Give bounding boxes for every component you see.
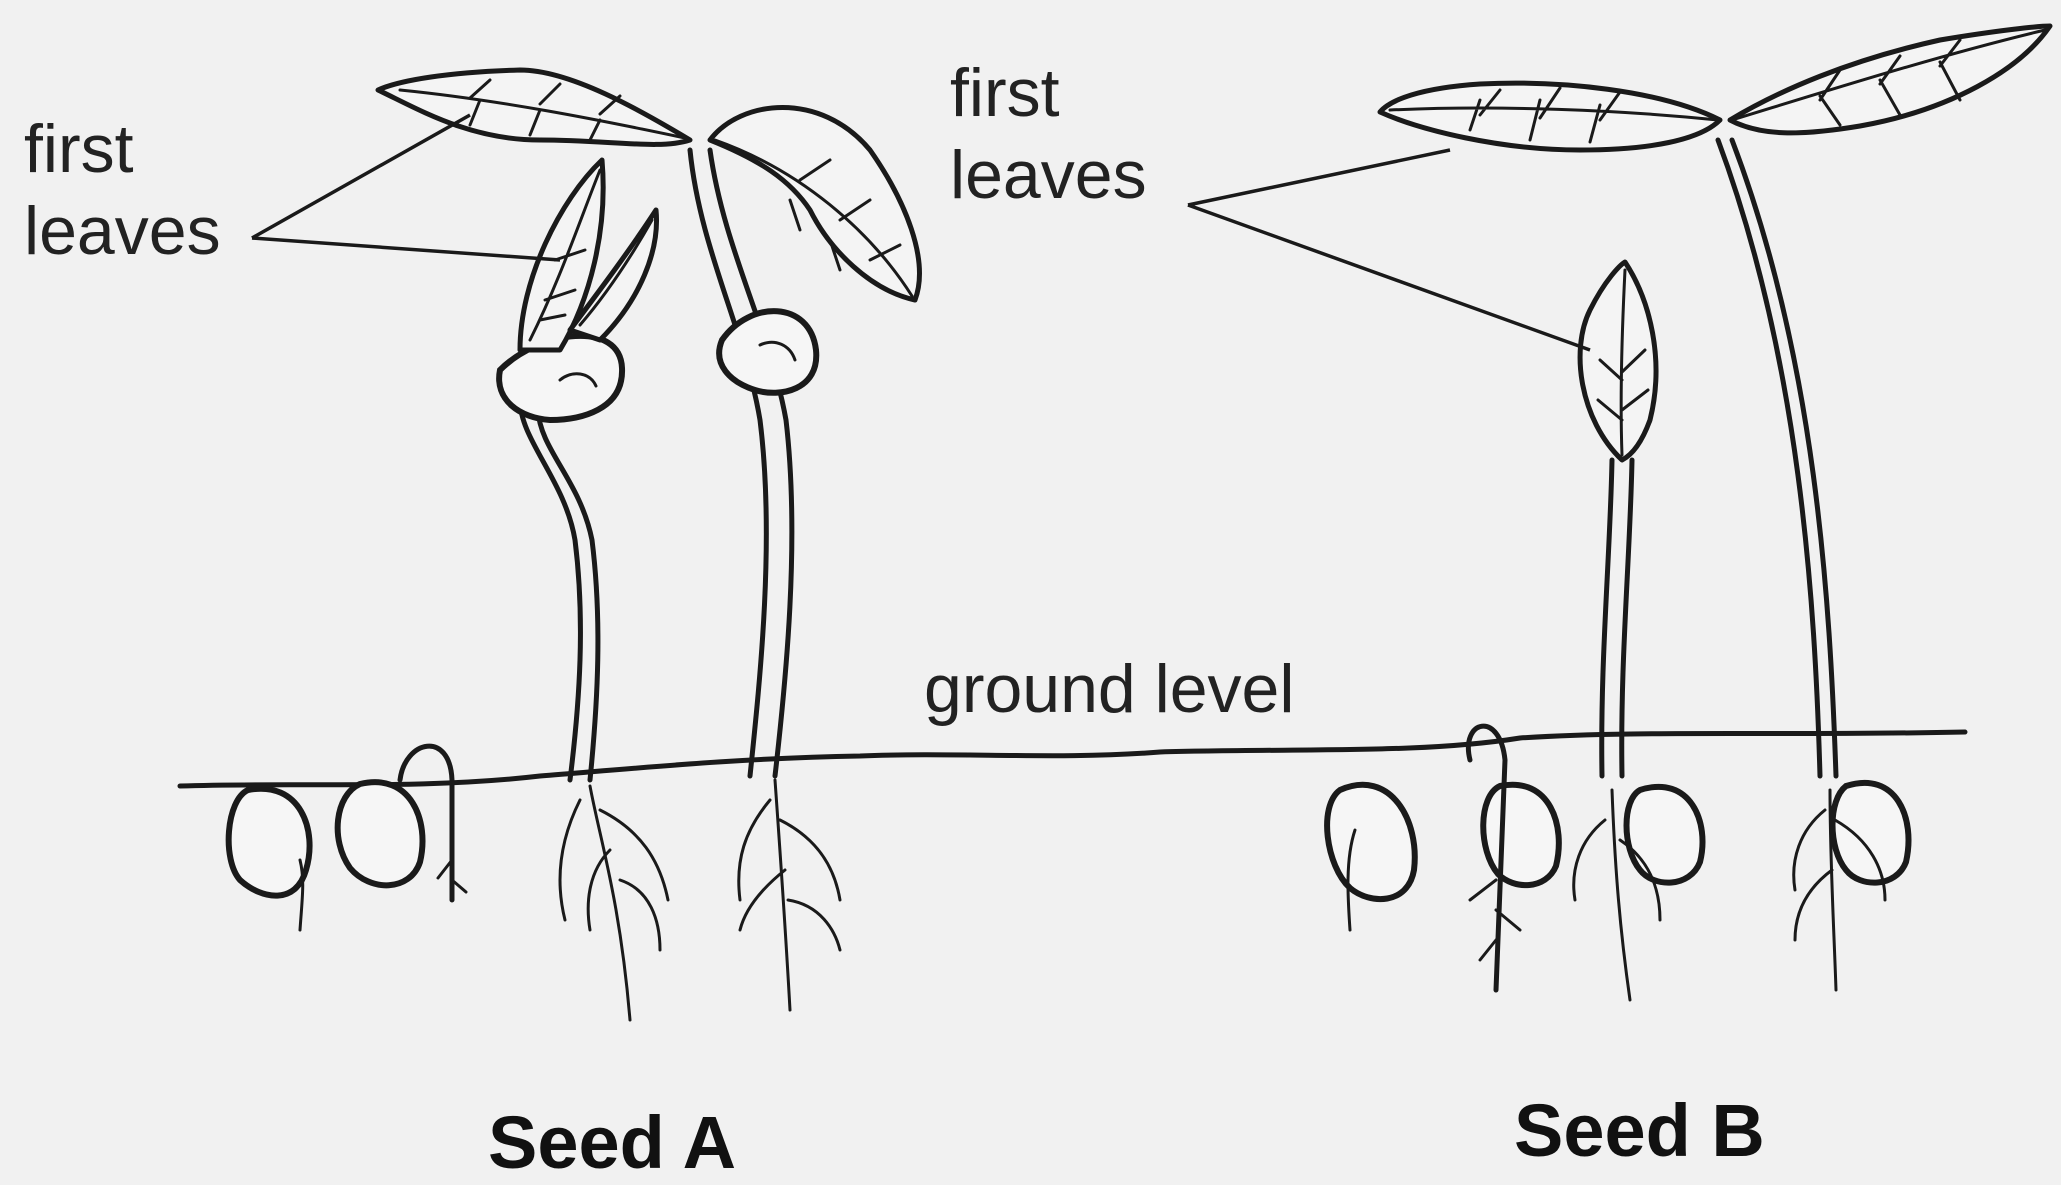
first-leaves-right-line2: leaves <box>950 134 1147 216</box>
first-leaves-left-pointer-1 <box>252 115 470 238</box>
seed-a-caption: Seed A <box>488 1100 736 1185</box>
first-leaves-right-pointer-2 <box>1188 205 1590 350</box>
ground-level-label: ground level <box>924 648 1294 730</box>
first-leaves-left-line2: leaves <box>24 190 221 272</box>
seed-b-stage-2 <box>1468 726 1558 990</box>
seed-b-stage-4 <box>1380 26 2050 990</box>
seed-b-stage-1 <box>1327 785 1415 930</box>
first-leaves-label-left: first leaves <box>24 108 221 272</box>
seed-a-stage-4 <box>378 70 919 1010</box>
first-leaves-right-line1: first <box>950 52 1147 134</box>
first-leaves-left-line1: first <box>24 108 221 190</box>
seed-a-stage-2 <box>338 746 466 900</box>
first-leaves-left-pointer-2 <box>252 238 560 260</box>
seed-a-stage-3 <box>499 160 668 1020</box>
seed-b-caption: Seed B <box>1514 1088 1765 1173</box>
seed-b-stage-3 <box>1574 262 1703 1000</box>
first-leaves-right-pointer-1 <box>1188 150 1450 205</box>
seed-a-stage-1 <box>229 789 310 930</box>
first-leaves-label-right: first leaves <box>950 52 1147 216</box>
